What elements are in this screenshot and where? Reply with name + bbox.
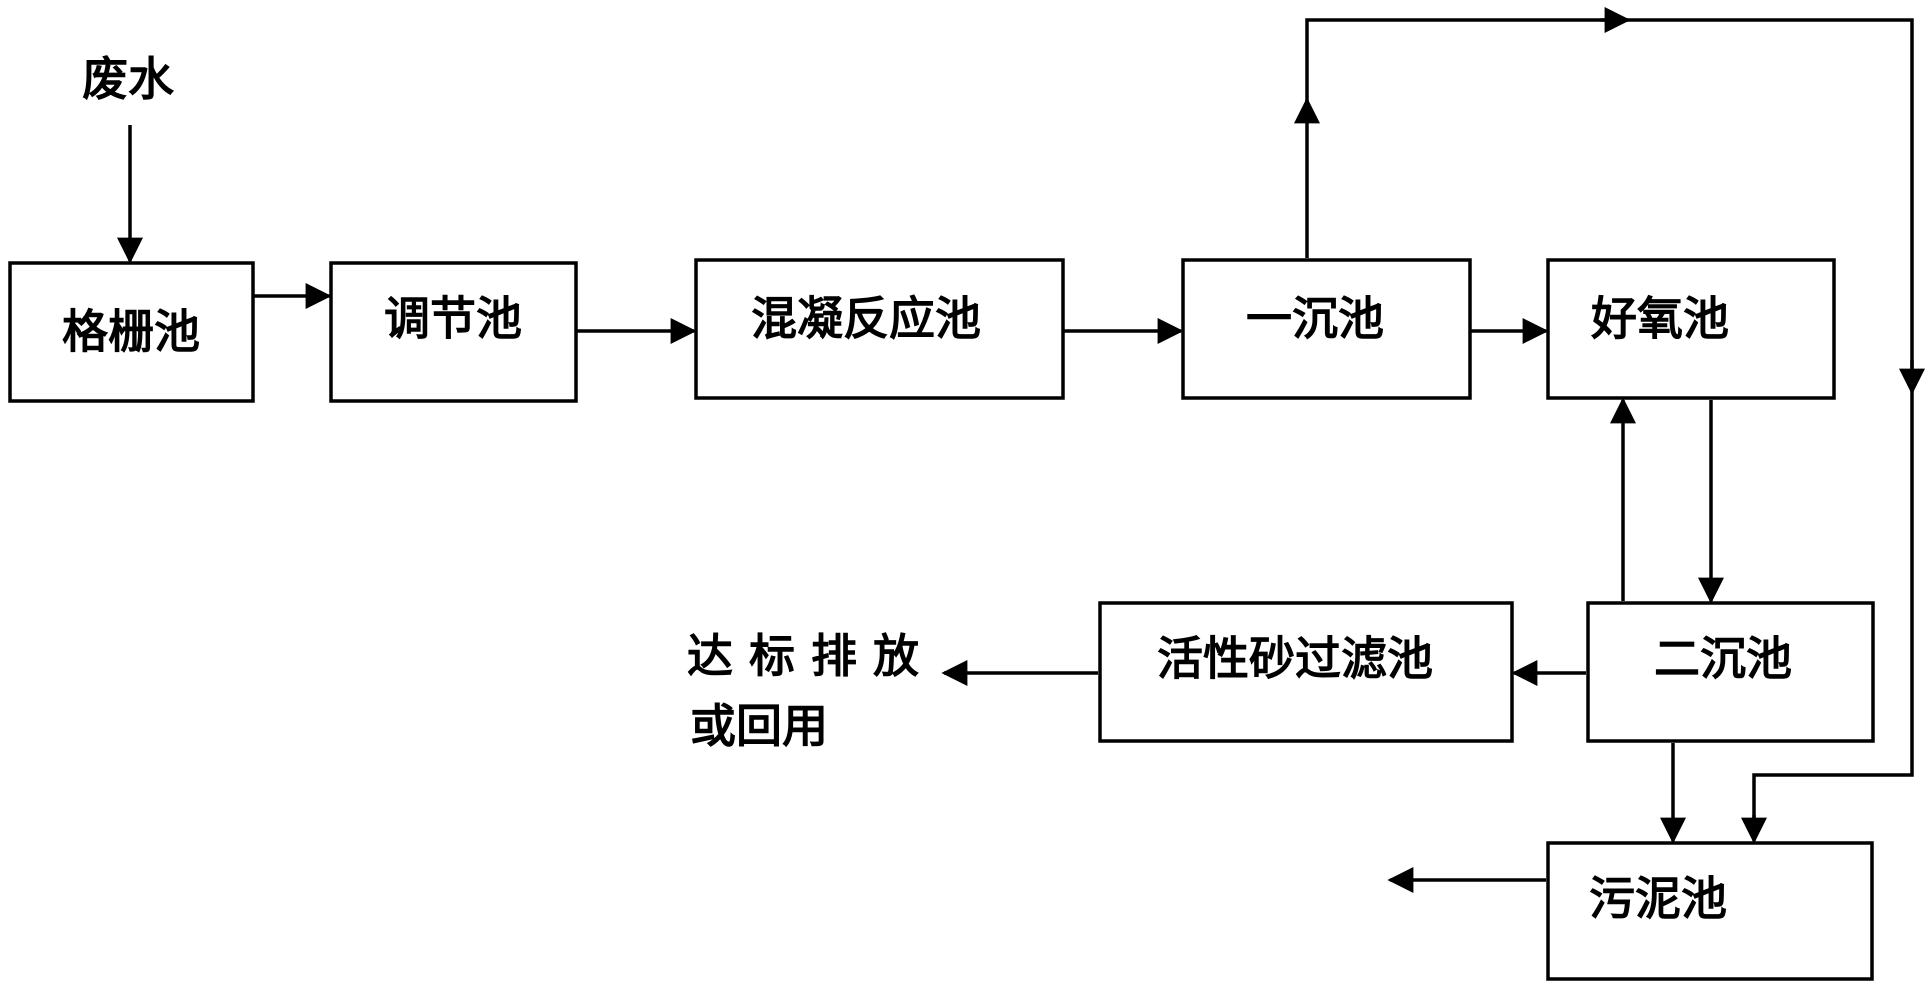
aerobic-tank-label: 好氧池	[1590, 292, 1729, 346]
activated-sand-filter-label: 活性砂过滤池	[1157, 632, 1433, 686]
discharge-label-reuse: 或回用	[690, 699, 828, 753]
sludge-tank-label: 污泥池	[1589, 872, 1727, 926]
discharge-label: 达 标 排 放	[687, 629, 919, 683]
regulating-tank-label: 调节池	[384, 292, 522, 346]
line-top-to-right-edge	[1626, 18, 1914, 382]
line-right-edge-to-sludge	[1752, 390, 1914, 822]
coagulation-tank-box: 混凝反应池	[694, 258, 1065, 400]
sludge-tank-box: 污泥池	[1546, 841, 1874, 981]
secondary-settling-tank-box: 二沉池	[1586, 601, 1875, 743]
wastewater-label: 废水	[82, 52, 175, 106]
regulating-tank-box: 调节池	[329, 261, 578, 403]
aerobic-tank-box: 好氧池	[1546, 258, 1836, 400]
secondary-settling-tank-label: 二沉池	[1654, 632, 1792, 686]
line-primary-top	[1305, 18, 1620, 102]
primary-settling-tank-label: 一沉池	[1246, 292, 1384, 346]
coagulation-tank-label: 混凝反应池	[751, 292, 981, 346]
activated-sand-filter-box: 活性砂过滤池	[1098, 601, 1514, 743]
primary-settling-tank-box: 一沉池	[1181, 258, 1472, 400]
grating-tank-label: 格栅池	[62, 305, 200, 359]
grating-tank-box: 格栅池	[8, 261, 255, 403]
